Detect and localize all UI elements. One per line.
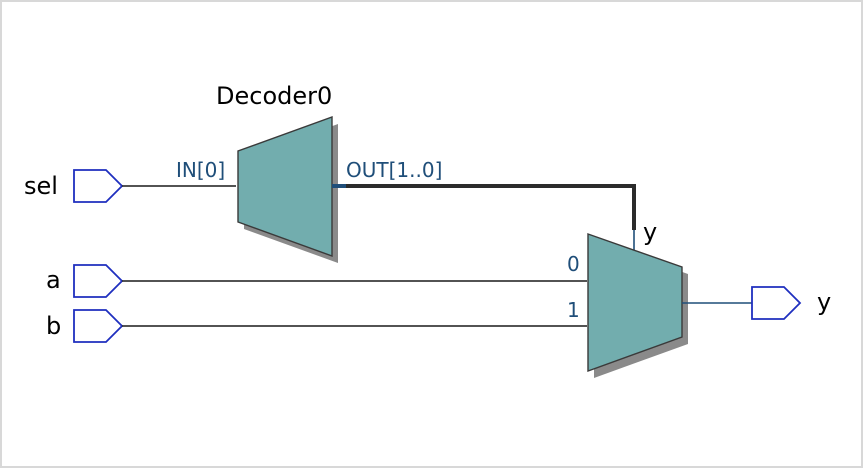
output-port-y[interactable]: y <box>751 286 831 320</box>
mux-sel-pin-label: y <box>643 218 657 246</box>
bus-decoder-to-mux <box>346 184 636 230</box>
input-sel-pin-icon <box>73 169 124 203</box>
decoder-in-pin-label: IN[0] <box>176 158 225 182</box>
input-a-label: a <box>46 266 61 294</box>
decoder-block[interactable] <box>237 116 338 263</box>
input-sel-label: sel <box>24 172 58 200</box>
mux-block[interactable] <box>587 233 688 378</box>
input-b-label: b <box>46 312 61 340</box>
decoder-body <box>237 116 333 257</box>
input-b-pin-icon <box>73 309 124 343</box>
input-port-b[interactable]: b <box>46 309 124 343</box>
output-y-label: y <box>817 288 831 316</box>
mux-data1-label: 1 <box>567 298 580 322</box>
mux-data0-label: 0 <box>567 252 580 276</box>
decoder-out-pin-label: OUT[1..0] <box>346 158 442 182</box>
input-a-pin-icon <box>73 264 124 298</box>
input-port-sel[interactable]: sel <box>24 169 124 203</box>
decoder-title: Decoder0 <box>216 82 332 110</box>
input-port-a[interactable]: a <box>46 264 124 298</box>
mux-body <box>587 233 683 372</box>
output-y-pin-icon <box>751 286 802 320</box>
